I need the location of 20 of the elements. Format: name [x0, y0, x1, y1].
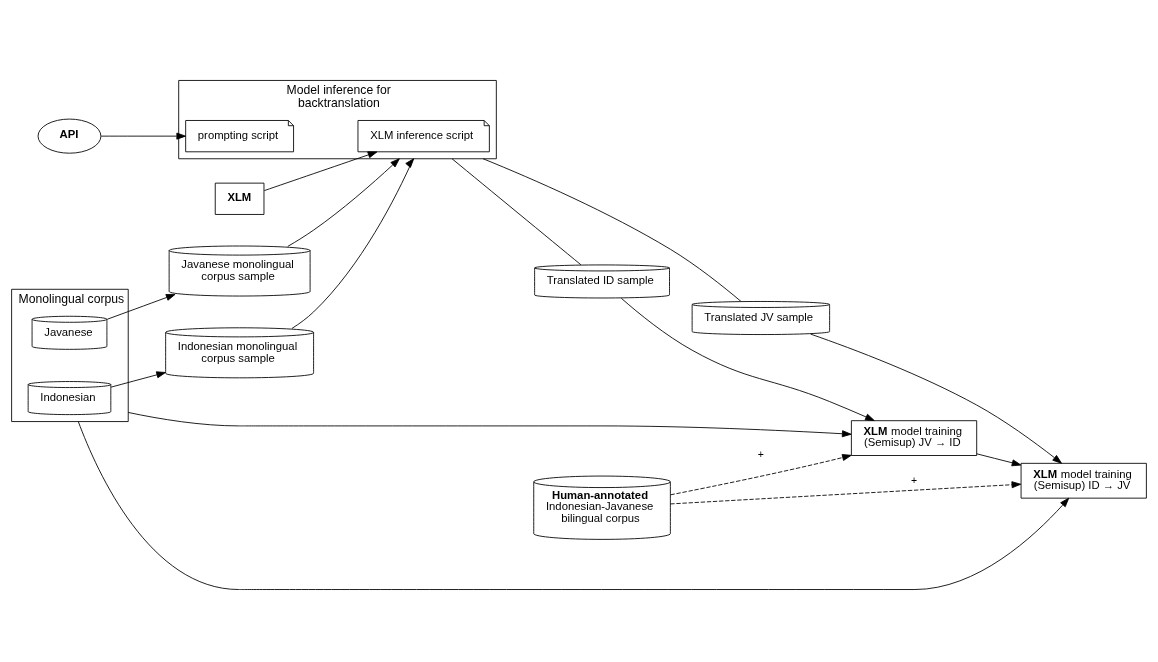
arrow	[810, 333, 1062, 464]
node-ellipse: API	[37, 118, 102, 154]
arrow	[670, 480, 1022, 504]
arrow	[976, 452, 1022, 466]
connector	[482, 157, 742, 302]
arrow	[110, 370, 166, 388]
arrow	[106, 293, 176, 320]
node-box: XLM	[214, 182, 265, 215]
arrow	[620, 297, 875, 421]
arrow	[291, 157, 415, 329]
connector	[451, 157, 582, 265]
node-box: XLM model training (Semisup) ID → JV	[1020, 462, 1147, 499]
arrow	[100, 132, 186, 140]
edge-label: +	[910, 474, 918, 486]
arrow	[263, 150, 378, 191]
arrow	[670, 453, 852, 495]
edge-label: +	[757, 448, 764, 460]
arrow	[127, 411, 852, 437]
arrow	[287, 157, 400, 247]
node-box: XLM model training (Semisup) JV → ID	[850, 419, 978, 456]
